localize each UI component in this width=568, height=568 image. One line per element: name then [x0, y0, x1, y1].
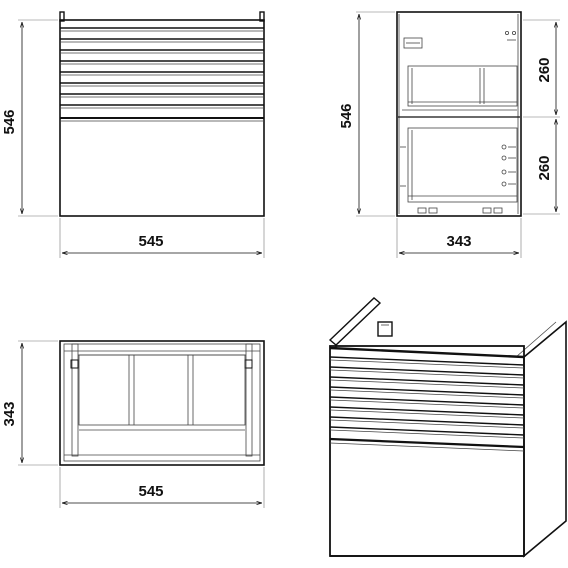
isometric-slat-line	[329, 399, 525, 409]
isometric-slat-line	[329, 379, 525, 389]
top-depth-label: 343	[1, 401, 18, 426]
top-view	[59, 340, 265, 466]
isometric-slat-line	[329, 419, 525, 429]
side-view	[396, 11, 522, 217]
isometric-slat-line	[329, 386, 525, 396]
side-height-label: 546	[338, 103, 355, 128]
top-width-dimension: 545	[59, 467, 265, 508]
front-width-label: 545	[138, 233, 163, 250]
front-height-label: 546	[1, 109, 18, 134]
side-height-dimension: 546	[338, 11, 395, 217]
front-slats	[60, 27, 264, 109]
isometric-slat-line	[329, 376, 525, 386]
upper-drawer-height-label: 260	[536, 57, 553, 82]
front-height-dimension: 546	[1, 19, 58, 217]
isometric-slat-line	[329, 429, 525, 439]
isometric-slat-line	[329, 359, 525, 369]
top-width-label: 545	[138, 483, 163, 500]
isometric-slat-line	[329, 426, 525, 436]
side-depth-dimension: 343	[396, 218, 522, 258]
side-depth-label: 343	[446, 233, 471, 250]
isometric-slat-line	[329, 406, 525, 416]
front-width-dimension: 545	[59, 218, 265, 258]
side-drawer-dimensions: 260 260	[523, 19, 560, 215]
lower-drawer-height-label: 260	[536, 155, 553, 180]
isometric-slat-line	[329, 396, 525, 406]
top-depth-dimension: 343	[1, 340, 58, 466]
isometric-slat-line	[329, 366, 525, 376]
isometric-slats	[329, 356, 525, 439]
isometric-slat-line	[329, 356, 525, 366]
isometric-slat-line	[329, 409, 525, 419]
isometric-view	[328, 297, 567, 558]
isometric-slat-line	[329, 369, 525, 379]
isometric-slat-line	[329, 416, 525, 426]
front-view	[59, 11, 265, 217]
isometric-slat-line	[329, 389, 525, 399]
